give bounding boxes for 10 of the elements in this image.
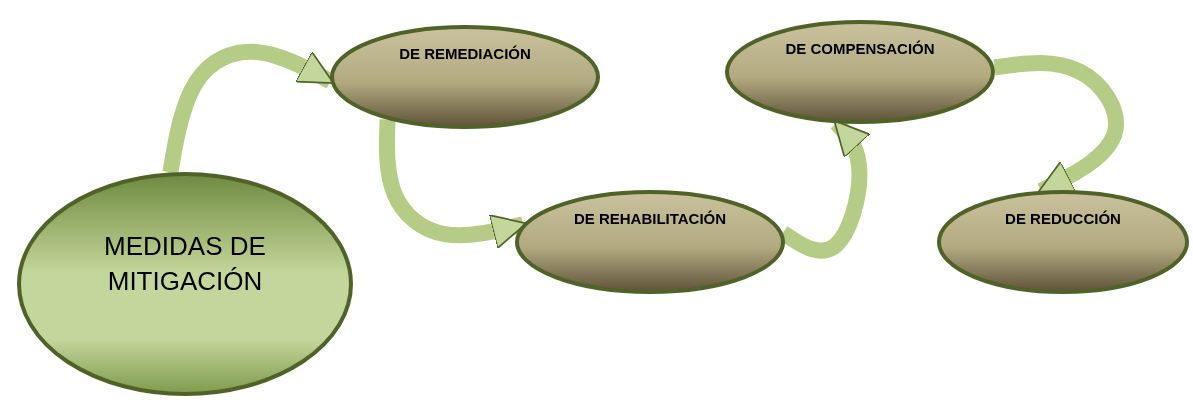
ellipse-node <box>330 25 600 129</box>
ellipse-node <box>17 172 353 396</box>
node-label: DE REDUCCIÓN <box>1004 210 1122 228</box>
ellipse-node <box>515 190 785 294</box>
node-label: DE COMPENSACIÓN <box>784 40 936 58</box>
node-label: DE REMEDIACIÓN <box>398 45 532 63</box>
node-label: DE REHABILITACIÓN <box>572 210 728 228</box>
node-label: MEDIDAS DE MITIGACIÓN <box>103 230 267 299</box>
ellipse-node <box>725 20 995 124</box>
ellipse-node <box>937 190 1189 294</box>
